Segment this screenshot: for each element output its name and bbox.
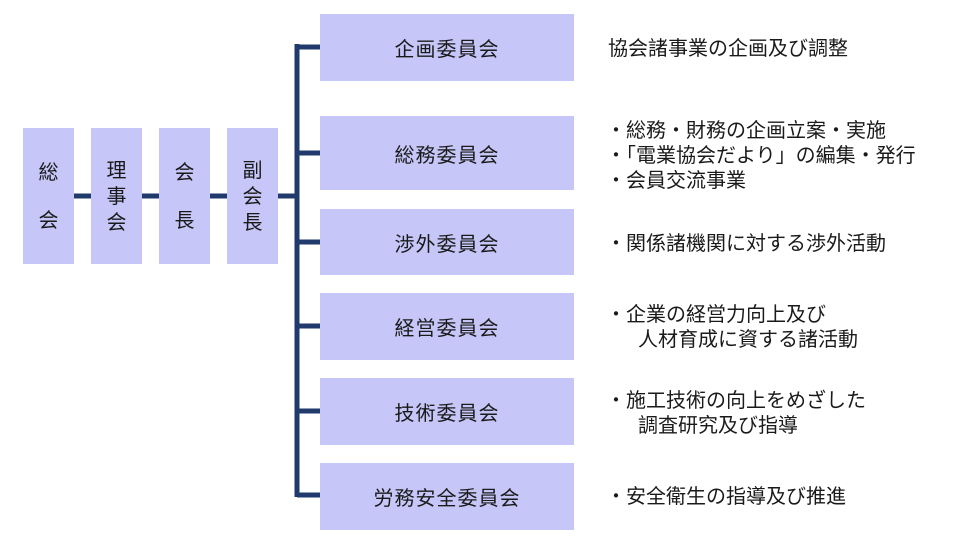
committee-management-description: ・企業の経営力向上及び 人材育成に資する諸活動 [606,302,858,352]
committee-general-affairs-label: 総務委員会 [394,142,500,167]
description-line: 協会諸事業の企画及び調整 [608,36,848,60]
description-line: ・安全衛生の指導及び推進 [606,484,846,508]
committee-technical-box: 技術委員会 [320,378,574,445]
description-line: ・施工技術の向上をめざした [606,388,866,412]
vice-president-box: 副 会 長 [227,128,278,264]
committee-external-relations-label: 渉外委員会 [394,231,500,256]
committee-labor-safety-label: 労務安全委員会 [373,486,521,510]
committee-planning-description: 協会諸事業の企画及び調整 [608,36,848,61]
general-meeting-box: 総 会 [23,128,74,264]
committee-general-affairs-description: ・総務・財務の企画立案・実施 ・「電業協会だより」の編集・発行 ・会員交流事業 [606,118,916,193]
committee-general-affairs-box: 総務委員会 [320,116,574,190]
committee-planning-label: 企画委員会 [394,37,500,61]
president-box: 会 長 [159,128,210,264]
committee-external-relations-description: ・関係諸機関に対する渉外活動 [606,231,886,256]
description-line: ・関係諸機関に対する渉外活動 [606,231,886,255]
committee-external-relations-box: 渉外委員会 [320,209,574,275]
description-line: 人材育成に資する諸活動 [638,327,858,351]
general-meeting-label-2: 会 [38,208,59,232]
description-line: ・会員交流事業 [606,168,746,192]
president-label-1: 会 [174,160,195,184]
committee-planning-box: 企画委員会 [320,14,574,81]
committee-technical-label: 技術委員会 [394,401,500,425]
board-label-1: 理 [106,158,127,182]
committee-labor-safety-description: ・安全衛生の指導及び推進 [606,484,846,509]
board-box: 理 事 会 [91,128,142,264]
president-label-2: 長 [174,208,195,232]
vice-president-label-2: 会 [242,184,263,208]
committee-technical-description: ・施工技術の向上をめざした 調査研究及び指導 [606,388,866,438]
vice-president-label-3: 長 [242,210,263,234]
vice-president-label-1: 副 [242,158,263,182]
committee-labor-safety-box: 労務安全委員会 [320,463,574,530]
committee-management-label: 経営委員会 [394,316,500,340]
description-line: 調査研究及び指導 [638,413,798,437]
general-meeting-label-1: 総 [38,160,59,184]
description-line: ・企業の経営力向上及び [606,302,826,326]
board-label-2: 事 [106,184,127,208]
board-label-3: 会 [106,210,127,234]
description-line: ・「電業協会だより」の編集・発行 [606,143,916,167]
description-line: ・総務・財務の企画立案・実施 [606,118,886,142]
committee-management-box: 経営委員会 [320,293,574,360]
